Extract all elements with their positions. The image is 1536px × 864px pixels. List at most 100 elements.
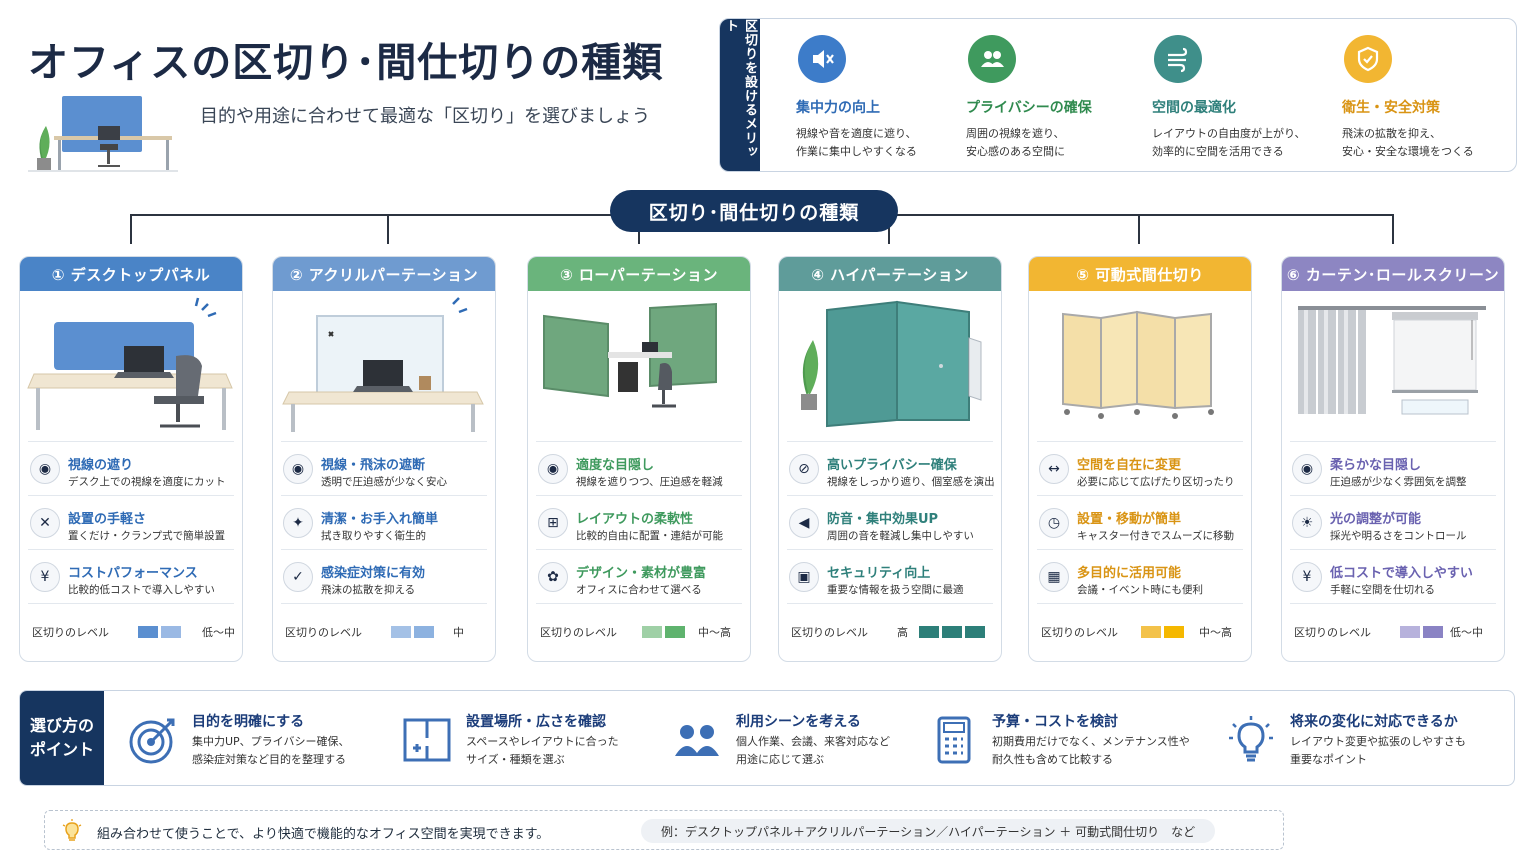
- feature-title: 設置・移動が簡単: [1077, 512, 1182, 527]
- merits-panel: 区切りを設けるメリット 集中力の向上 視線や音を適度に遮り、作業に集中しやすくな…: [719, 18, 1517, 172]
- feature-desc: 圧迫感が少なく雰囲気を調整: [1330, 476, 1467, 488]
- yen-icon: ¥: [1292, 562, 1322, 592]
- point-title: 設置場所・広さを確認: [466, 714, 606, 730]
- feature-desc: 重要な情報を扱う空間に最適: [827, 584, 964, 596]
- feature-desc: 比較的低コストで導入しやすい: [68, 584, 215, 596]
- feature-desc: 会議・イベント時にも便利: [1077, 584, 1203, 596]
- merit-title: 衛生・安全対策: [1342, 100, 1440, 116]
- feature-title: 設置の手軽さ: [68, 512, 147, 527]
- level-bars: [919, 626, 985, 638]
- sparkle-icon: ✦: [283, 508, 313, 538]
- feature-row: ▣ セキュリティ向上 重要な情報を扱う空間に最適: [787, 549, 993, 603]
- feature-row: ↔ 空間を自在に変更 必要に応じて広げたり区切ったり: [1037, 441, 1243, 495]
- feature-desc: キャスター付きでスムーズに移動: [1077, 530, 1234, 542]
- feature-desc: 拭き取りやすく衛生的: [321, 530, 426, 542]
- feature-title: 視線の遮り: [68, 458, 134, 473]
- blocks-icon: ▦: [1039, 562, 1069, 592]
- level-bars: [642, 626, 685, 638]
- feature-row: ✦ 清潔・お手入れ簡単 拭き取りやすく衛生的: [281, 495, 487, 549]
- layout-grid-icon: ⊞: [538, 508, 568, 538]
- feature-desc: 透明で圧迫感が少なく安心: [321, 476, 447, 488]
- feature-row: ◉ 適度な目隠し 視線を遮りつつ、圧迫感を軽減: [536, 441, 742, 495]
- level-bars: [1400, 626, 1443, 638]
- feature-desc: 視線をしっかり遮り、個室感を演出: [827, 476, 995, 488]
- users-icon: [670, 713, 724, 767]
- card-title: ① デスクトップパネル: [20, 257, 242, 291]
- eye-icon: ◉: [1292, 454, 1322, 484]
- card-title: ② アクリルパーテーション: [273, 257, 495, 291]
- point-title: 予算・コストを検討: [992, 714, 1118, 730]
- feature-title: 空間を自在に変更: [1077, 458, 1182, 473]
- speaker-mute-icon: [798, 35, 846, 83]
- level-bars: [138, 626, 181, 638]
- level-row: 区切りのレベル 中～高: [536, 603, 742, 659]
- low-partition-illustration: [528, 291, 750, 441]
- point-title: 将来の変化に対応できるか: [1290, 714, 1458, 730]
- calculator-icon: [926, 713, 980, 767]
- curtain-roll-screen-illustration: [1282, 291, 1504, 441]
- feature-row: ⊘ 高いプライバシー確保 視線をしっかり遮り、個室感を演出: [787, 441, 995, 495]
- level-value: 低～中: [202, 626, 235, 639]
- feature-title: 適度な目隠し: [576, 458, 655, 473]
- merit-desc: 周囲の視線を遮り、安心感のある空間に: [966, 127, 1065, 158]
- feature-title: 防音・集中効果UP: [827, 512, 939, 527]
- card-acrylic-partition: ② アクリルパーテーション ◉ 視線・飛沫の遮断 透明で圧迫感が少なく安心 ✦ …: [272, 256, 496, 662]
- level-row: 区切りのレベル 中: [281, 603, 487, 659]
- feature-row: ◀ 防音・集中効果UP 周囲の音を軽減し集中しやすい: [787, 495, 993, 549]
- feature-row: ✿ デザイン・素材が豊富 オフィスに合わせて選べる: [536, 549, 742, 603]
- card-desktop-panel: ① デスクトップパネル ◉ 視線の遮り デスク上での視線を適度にカット ✕ 設置…: [19, 256, 243, 662]
- footer-note: 組み合わせて使うことで、より快適で機能的なオフィス空間を実現できます。 例：デス…: [44, 810, 1284, 850]
- card-high-partition: ④ ハイパーテーション ⊘ 高いプライバシー確保 視線をしっかり遮り、個室感を演…: [778, 256, 1002, 662]
- lightbulb-icon: [62, 819, 82, 841]
- clock-icon: ◷: [1039, 508, 1069, 538]
- level-value: 低～中: [1450, 626, 1483, 639]
- yen-icon: ¥: [30, 562, 60, 592]
- merit-desc: 視線や音を適度に遮り、作業に集中しやすくなる: [796, 127, 917, 158]
- feature-title: 光の調整が可能: [1330, 512, 1422, 527]
- level-row: 区切りのレベル 中～高: [1037, 603, 1243, 659]
- tree-connector: [387, 214, 389, 244]
- card-title: ④ ハイパーテーション: [779, 257, 1001, 291]
- wind-icon: [1154, 35, 1202, 83]
- shield-check-icon: ✓: [283, 562, 313, 592]
- card-title: ③ ローパーテーション: [528, 257, 750, 291]
- eye-off-icon: ⊘: [789, 454, 819, 484]
- level-value: 高: [897, 626, 908, 639]
- palette-icon: ✿: [538, 562, 568, 592]
- card-title: ⑥ カーテン･ロールスクリーン: [1282, 257, 1504, 291]
- level-label: 区切りのレベル: [540, 626, 617, 639]
- feature-row: ◉ 柔らかな目隠し 圧迫感が少なく雰囲気を調整: [1290, 441, 1496, 495]
- feature-desc: 比較的自由に配置・連結が可能: [576, 530, 723, 542]
- level-label: 区切りのレベル: [32, 626, 109, 639]
- point-desc: 集中力UP、プライバシー確保、感染症対策など目的を整理する: [192, 735, 350, 766]
- feature-row: ☀ 光の調整が可能 採光や明るさをコントロール: [1290, 495, 1496, 549]
- merit-space: 空間の最適化 レイアウトの自由度が上がり、効率的に空間を活用できる: [1152, 35, 1332, 161]
- feature-title: 感染症対策に有効: [321, 566, 426, 581]
- feature-desc: 周囲の音を軽減し集中しやすい: [827, 530, 974, 542]
- points-tab: 選び方のポイント: [20, 691, 104, 785]
- movable-partition-illustration: [1029, 291, 1251, 441]
- feature-desc: 飛沫の拡散を抑える: [321, 584, 416, 596]
- acrylic-partition-illustration: [273, 291, 495, 441]
- point-desc: 個人作業、会議、来客対応など用途に応じて選ぶ: [736, 735, 890, 766]
- feature-row: ⊞ レイアウトの柔軟性 比較的自由に配置・連結が可能: [536, 495, 742, 549]
- level-label: 区切りのレベル: [791, 626, 868, 639]
- eye-icon: ◉: [30, 454, 60, 484]
- feature-row: ◉ 視線の遮り デスク上での視線を適度にカット: [28, 441, 234, 495]
- level-label: 区切りのレベル: [1041, 626, 1118, 639]
- tree-connector: [1138, 214, 1140, 244]
- floorplan-icon: [400, 713, 454, 767]
- page-subtitle: 目的や用途に合わせて最適な「区切り」を選びましょう: [200, 106, 650, 127]
- feature-row: ✓ 感染症対策に有効 飛沫の拡散を抑える: [281, 549, 487, 603]
- card-title: ⑤ 可動式間仕切り: [1029, 257, 1251, 291]
- level-bars: [1141, 626, 1184, 638]
- merits-tab: 区切りを設けるメリット: [720, 19, 760, 171]
- level-row: 区切りのレベル 低～中: [1290, 603, 1496, 659]
- merit-title: 空間の最適化: [1152, 100, 1236, 116]
- card-low-partition: ③ ローパーテーション ◉ 適度な目隠し 視線を遮りつつ、圧迫感を軽減 ⊞ レイ…: [527, 256, 751, 662]
- office-desk-illustration: [28, 96, 178, 172]
- merit-desc: 飛沫の拡散を抑え、安心・安全な環境をつくる: [1342, 127, 1474, 158]
- card-movable-partition: ⑤ 可動式間仕切り ↔ 空間を自在に変更 必要に応じて広げたり区切ったり ◷ 設…: [1028, 256, 1252, 662]
- feature-desc: 必要に応じて広げたり区切ったり: [1077, 476, 1235, 488]
- level-label: 区切りのレベル: [285, 626, 362, 639]
